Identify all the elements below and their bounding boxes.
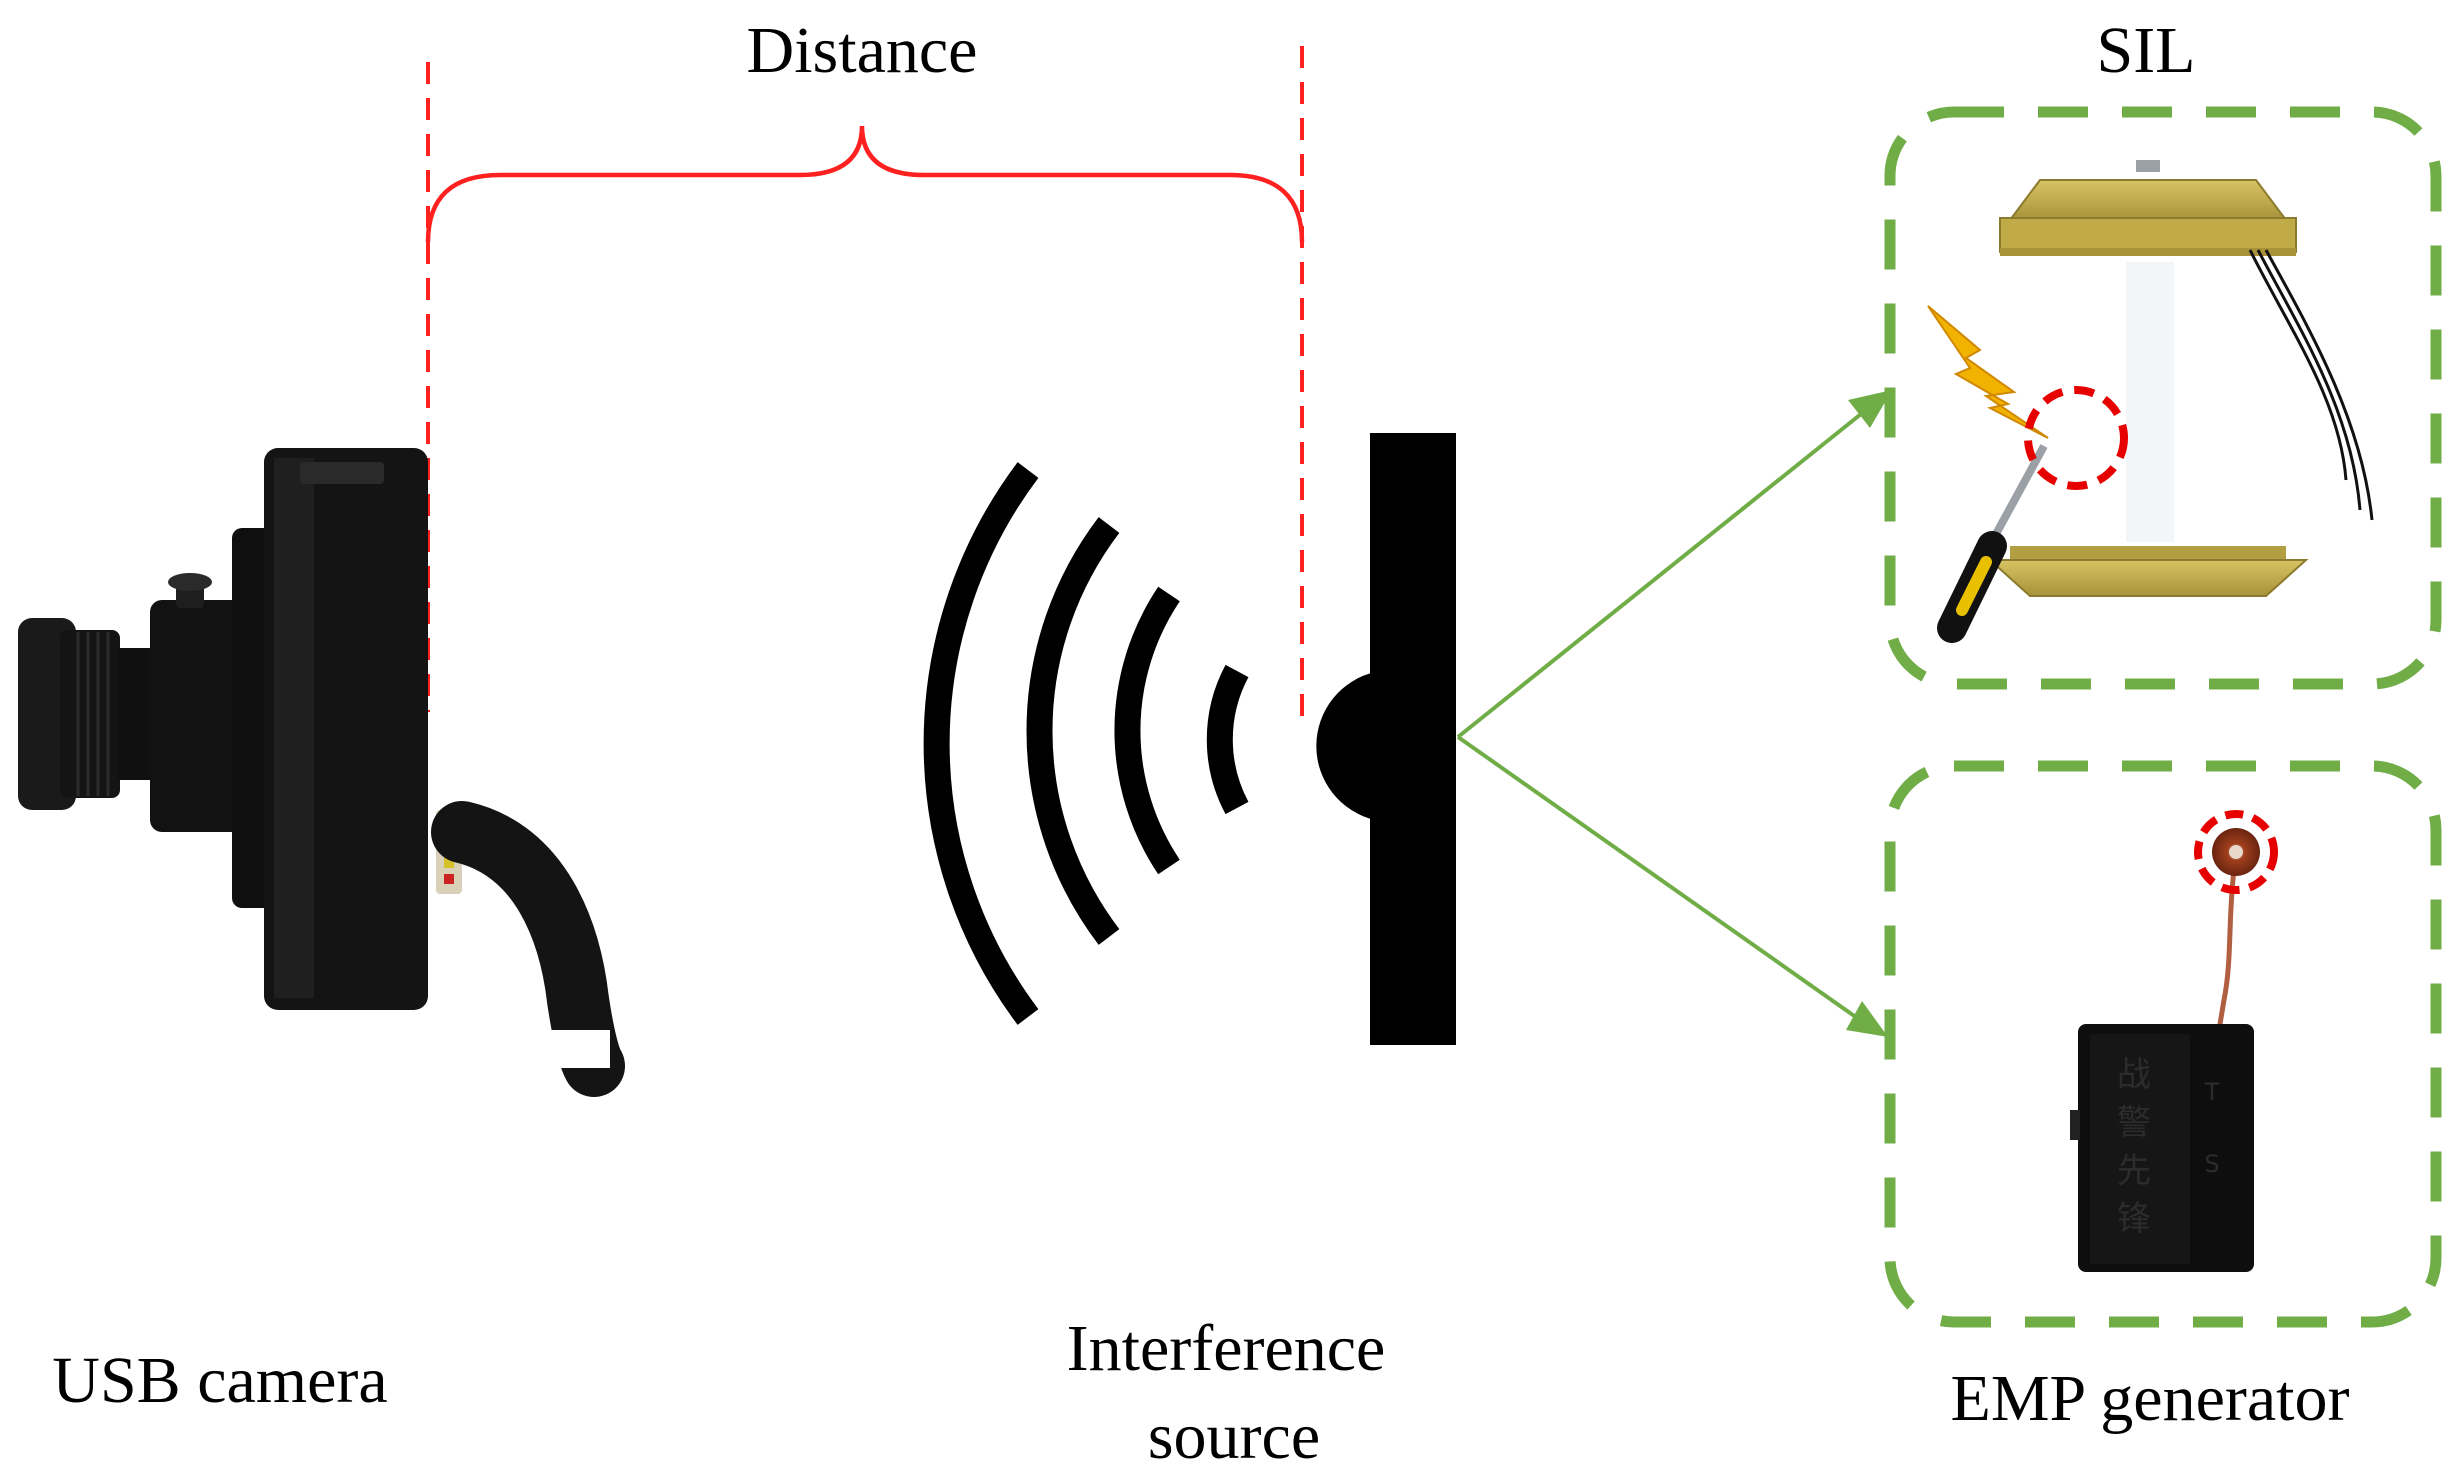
arrow-head-to-sil — [1848, 390, 1892, 428]
emp-generator-frame — [1884, 760, 2442, 1328]
sil-discharge-highlight — [2024, 386, 2128, 490]
arrow-to-emp — [1456, 735, 1862, 1022]
emp-box-char-4: 锋 — [2117, 1199, 2151, 1239]
wave-arc-3 — [1026, 517, 1120, 945]
wave-arc-1 — [1206, 664, 1249, 815]
emp-box-char-3: 先 — [2117, 1151, 2151, 1191]
emp-coil-highlight — [2194, 810, 2278, 894]
insect-killer-lamp-icon — [1987, 160, 2374, 597]
sil-frame — [1884, 106, 2442, 690]
interference-source-label-line2: source — [1148, 1400, 1320, 1473]
interference-emitter-icon — [1316, 433, 1456, 1045]
emitter-bar — [1370, 433, 1456, 1045]
usb-camera-label: USB camera — [52, 1344, 387, 1417]
wave-arc-2 — [1114, 586, 1180, 875]
connector-arrows — [1456, 390, 1892, 1037]
interference-source-label-line1: Interference — [1067, 1312, 1386, 1385]
emitter-dome — [1316, 672, 1375, 820]
screwdriver-icon — [1937, 444, 2048, 643]
emp-box-mark-t: T — [2204, 1078, 2220, 1106]
distance-measurement: Distance — [425, 14, 1305, 716]
emp-box-icon: 战 警 先 锋 T S — [2070, 869, 2254, 1272]
emp-box-char-1: 战 — [2117, 1055, 2151, 1095]
wave-arc-4 — [923, 462, 1039, 1025]
emp-box-char-2: 警 — [2117, 1103, 2151, 1143]
signal-wave-icon — [923, 462, 1249, 1025]
coil-wire — [2215, 869, 2237, 1037]
arrow-to-sil — [1456, 408, 1868, 739]
usb-camera-icon — [18, 448, 625, 1097]
emp-generator-label: EMP generator — [1951, 1362, 2350, 1435]
lightning-bolt-icon — [1927, 305, 2049, 439]
arrow-head-to-emp — [1846, 1001, 1888, 1037]
distance-brace — [425, 125, 1305, 243]
coil-icon — [2212, 828, 2260, 876]
sil-label: SIL — [2097, 14, 2196, 87]
emp-box-mark-s: S — [2204, 1150, 2219, 1178]
distance-label: Distance — [747, 14, 978, 87]
